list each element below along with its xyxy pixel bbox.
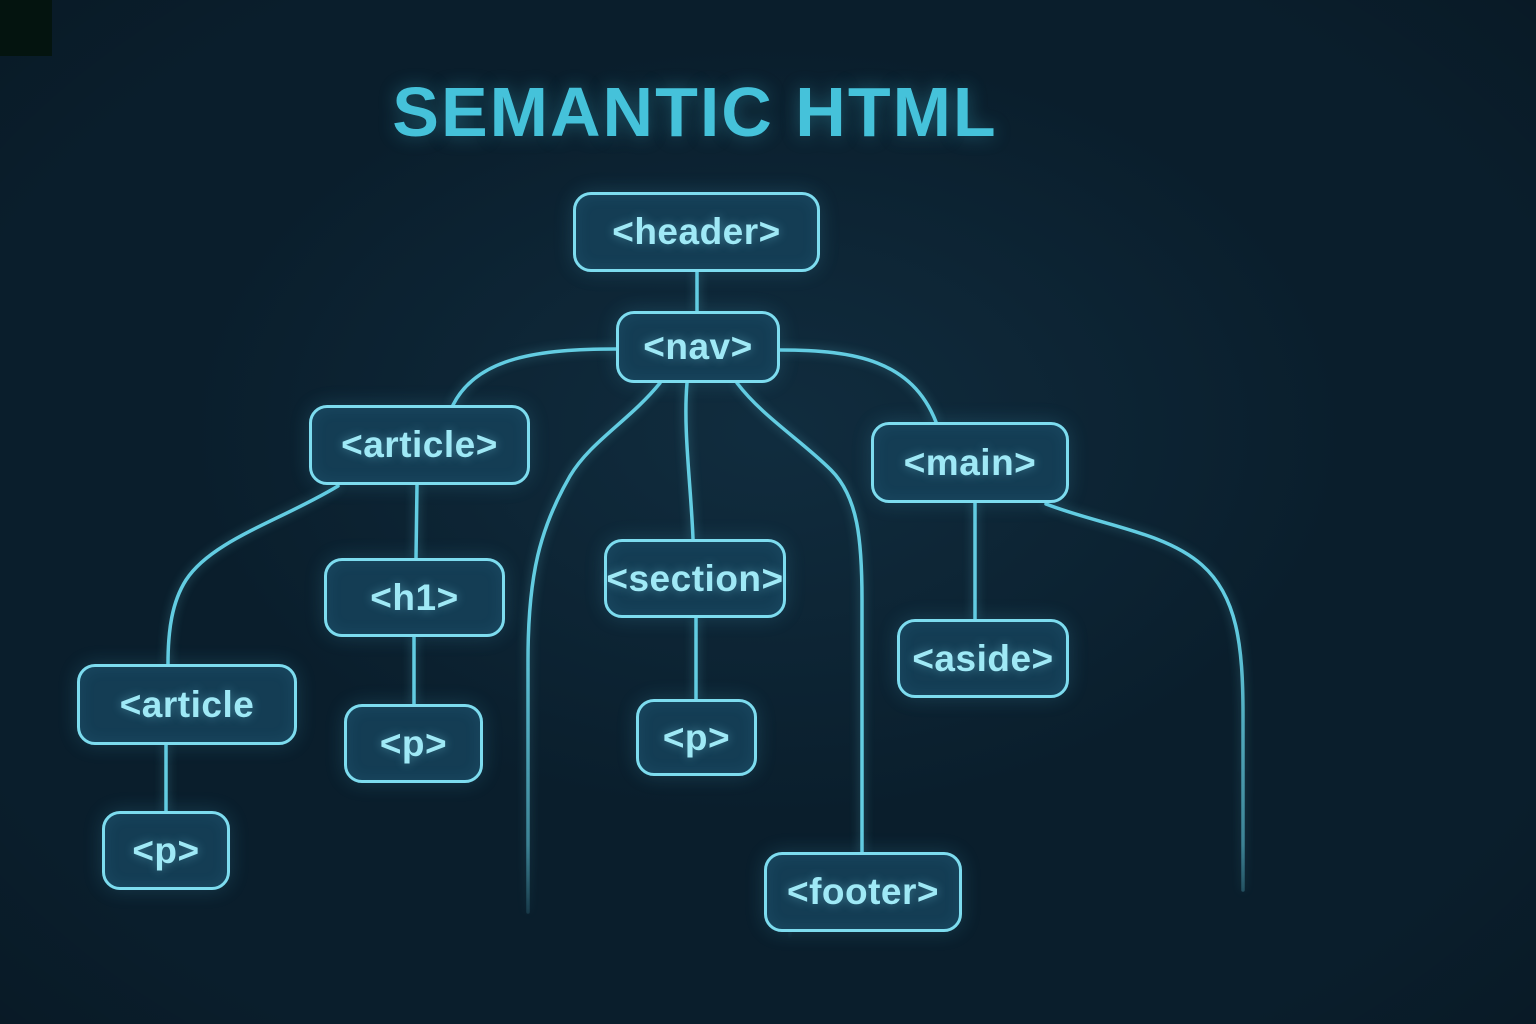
- node-nav: <nav>: [616, 311, 780, 383]
- node-p-under-article: <p>: [102, 811, 230, 890]
- edge-nav-article: [451, 347, 618, 407]
- edge-nav-footer: [735, 381, 864, 854]
- node-aside: <aside>: [897, 619, 1069, 698]
- node-article-child: <article: [77, 664, 297, 745]
- corner-artifact: [0, 0, 52, 56]
- edge-nav-section: [684, 381, 695, 541]
- node-p-under-h1: <p>: [344, 704, 483, 783]
- node-p-under-section: <p>: [636, 699, 757, 776]
- node-footer: <footer>: [764, 852, 962, 932]
- edge-decorative-footer-stub: [787, 930, 792, 1010]
- node-h1: <h1>: [324, 558, 505, 637]
- node-main: <main>: [871, 422, 1069, 503]
- edge-nav-main: [778, 348, 938, 424]
- edge-article-h1: [414, 483, 419, 560]
- edge-decorative-left: [526, 381, 662, 914]
- node-header: <header>: [573, 192, 820, 272]
- node-section: <section>: [604, 539, 786, 618]
- node-article: <article>: [309, 405, 530, 485]
- page-title: SEMANTIC HTML: [392, 73, 998, 151]
- edge-article-articlechild: [166, 484, 340, 666]
- edge-decorative-right: [1044, 502, 1245, 892]
